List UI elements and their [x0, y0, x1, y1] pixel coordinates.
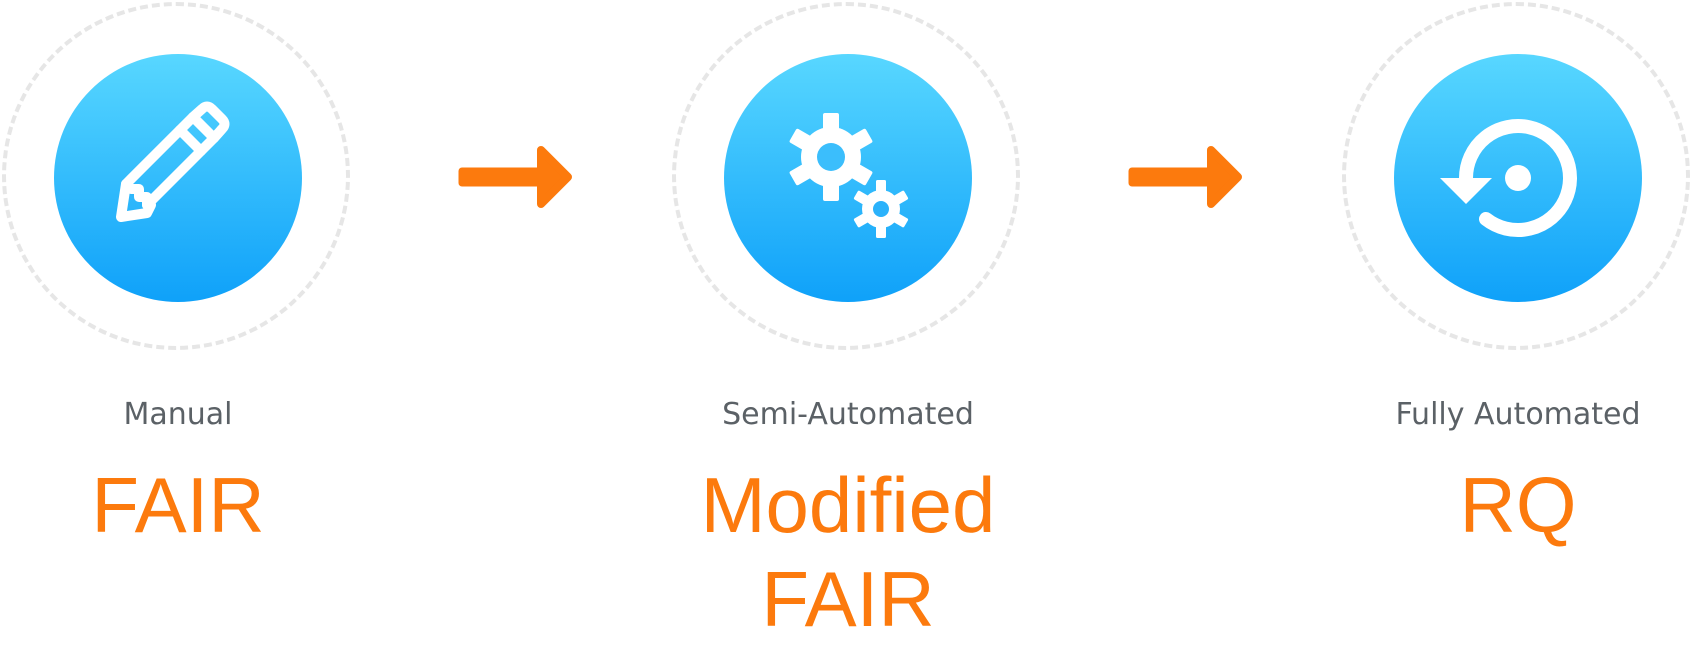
stage-caption: Semi-Automated	[722, 397, 974, 432]
stage-caption: Manual	[123, 397, 233, 432]
right-arrow-icon	[1128, 146, 1242, 208]
stage-icon-circle	[1394, 54, 1642, 302]
pencil-icon	[116, 101, 230, 222]
dashed-ring	[2, 2, 350, 350]
stage-icon-circle	[54, 54, 302, 302]
dashed-ring	[1342, 2, 1690, 350]
stage-caption: Fully Automated	[1395, 397, 1641, 432]
stage-fully-automated: Fully Automated RQ	[1340, 0, 1696, 644]
stage-manual: Manual FAIR	[0, 0, 356, 644]
gears-icon	[789, 113, 909, 238]
right-arrow-icon	[458, 146, 572, 208]
stage-method: RQ	[1459, 461, 1577, 549]
stage-semi-automated: Semi-Automated Modified FAIR	[670, 0, 1026, 644]
dashed-ring	[672, 2, 1020, 350]
stage-method: FAIR	[91, 461, 265, 549]
stage-method: Modified FAIR	[700, 461, 996, 643]
refresh-icon	[1440, 119, 1577, 237]
stage-icon-circle	[724, 54, 972, 302]
